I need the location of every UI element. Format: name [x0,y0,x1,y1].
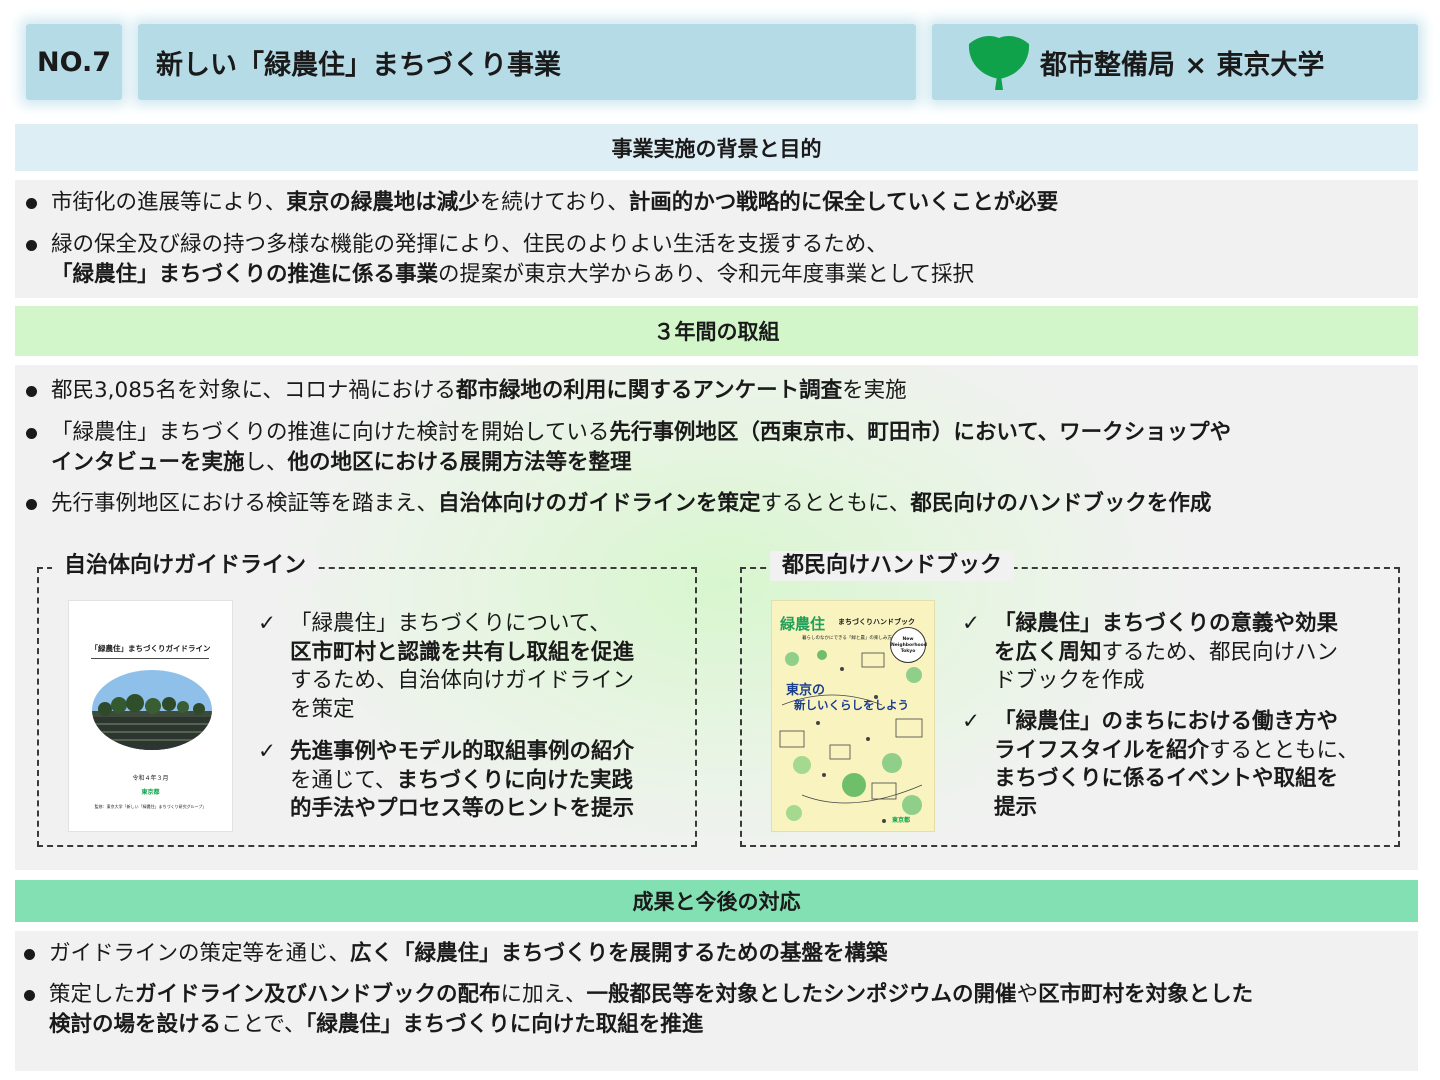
handbook-cover-headline-2: 新しいくらしをしよう [794,698,909,712]
check-icon: ✓ [962,611,981,636]
organization-header: 都市整備局 × 東京大学 [932,24,1418,100]
section-bar-activities: ３年間の取組 [15,306,1418,356]
list-item: 「緑農住」まちづくりの推進に向けた検討を開始している先行事例地区（西東京市、町田… [15,418,1415,478]
page-title: 新しい「緑農住」まちづくり事業 [138,24,916,100]
background-glow [265,365,1185,865]
guideline-cover-photo [92,670,212,750]
bullet-dot-icon [26,499,37,510]
handbook-item: ✓ 「緑農住」まちづくりの意義や効果 を広く周知するため、都民向けハン ドブック… [962,611,1339,693]
guideline-cover-image: 「緑農住」まちづくりガイドライン 令和４年３月 東京都 監修：東京大学「新しい「… [68,600,233,832]
guideline-item: ✓ 「緑農住」まちづくりについて、 区市町村と認識を共有し取組を促進 するため、… [258,611,635,722]
ginkgo-logo-icon [968,36,1030,90]
bullet-dot-icon [26,240,37,251]
guideline-cover-date: 令和４年３月 [132,775,169,782]
list-item: ガイドラインの策定等を通じ、広く「緑農住」まちづくりを展開するための基盤を構築 [13,939,1413,969]
handbook-cover-illustration [779,650,923,823]
bullet-dot-icon [26,386,37,397]
handbook-cover-headline-1: 東京の [786,683,826,698]
bullet-dot-icon [24,990,35,1001]
guideline-cover-title: 「緑農住」まちづくりガイドライン [90,644,211,653]
list-item: 策定したガイドライン及びハンドブックの配布に加え、一般都民等を対象としたシンポジ… [13,980,1413,1040]
activities-panel: 都民3,085名を対象に、コロナ禍における都市緑地の利用に関するアンケート調査を… [15,365,1418,870]
check-icon: ✓ [962,709,981,734]
handbook-cover-subtitle: まちづくりハンドブック [838,618,915,626]
section-bar-background: 事業実施の背景と目的 [15,124,1418,171]
list-item: 先行事例地区における検証等を踏まえ、自治体向けのガイドラインを策定するとともに、… [15,489,1415,519]
guideline-title: 自治体向けガイドライン [52,551,319,581]
handbook-cover-image: 緑農住 まちづくりハンドブック 暮らしのなかにできる「緑と農」の楽しみ方 New… [771,600,935,832]
handbook-item: ✓ 「緑農住」のまちにおける働き方や ライフスタイルを紹介するとともに、 まちづ… [962,709,1359,820]
project-number: NO.7 [26,24,122,100]
guideline-cover-publisher: 東京都 [141,789,160,796]
guideline-cover-credit: 監修：東京大学「新しい「緑農住」まちづくり研究グループ」 [94,804,207,809]
handbook-title: 都民向けハンドブック [770,551,1015,581]
guideline-item: ✓ 先進事例やモデル的取組事例の紹介 を通じて、まちづくりに向けた実践 的手法や… [258,739,635,821]
handbook-cover-tagline: 暮らしのなかにできる「緑と農」の楽しみ方 [802,636,892,641]
bullet-dot-icon [26,428,37,439]
section-bar-results: 成果と今後の対応 [15,880,1418,922]
handbook-cover-publisher: 東京都 [892,817,911,824]
handbook-box [740,567,1400,847]
cover-rule [91,658,209,659]
list-item: 都民3,085名を対象に、コロナ禍における都市緑地の利用に関するアンケート調査を… [15,376,1415,406]
results-panel: ガイドラインの策定等を通じ、広く「緑農住」まちづくりを展開するための基盤を構築 … [15,931,1418,1071]
bullet-dot-icon [24,949,35,960]
list-item: 緑の保全及び緑の持つ多様な機能の発揮により、住民のよりよい生活を支援するため、 … [15,230,1415,290]
handbook-cover-brand: 緑農住 [780,615,826,633]
check-icon: ✓ [258,739,277,764]
handbook-cover-badge: New Neighborhood Tokyo [890,627,927,663]
list-item: 市街化の進展等により、東京の緑農地は減少を続けており、計画的かつ戦略的に保全して… [15,188,1415,218]
bullet-dot-icon [26,198,37,209]
guideline-box [37,567,697,847]
check-icon: ✓ [258,611,277,636]
background-panel: 市街化の進展等により、東京の緑農地は減少を続けており、計画的かつ戦略的に保全して… [15,180,1418,298]
